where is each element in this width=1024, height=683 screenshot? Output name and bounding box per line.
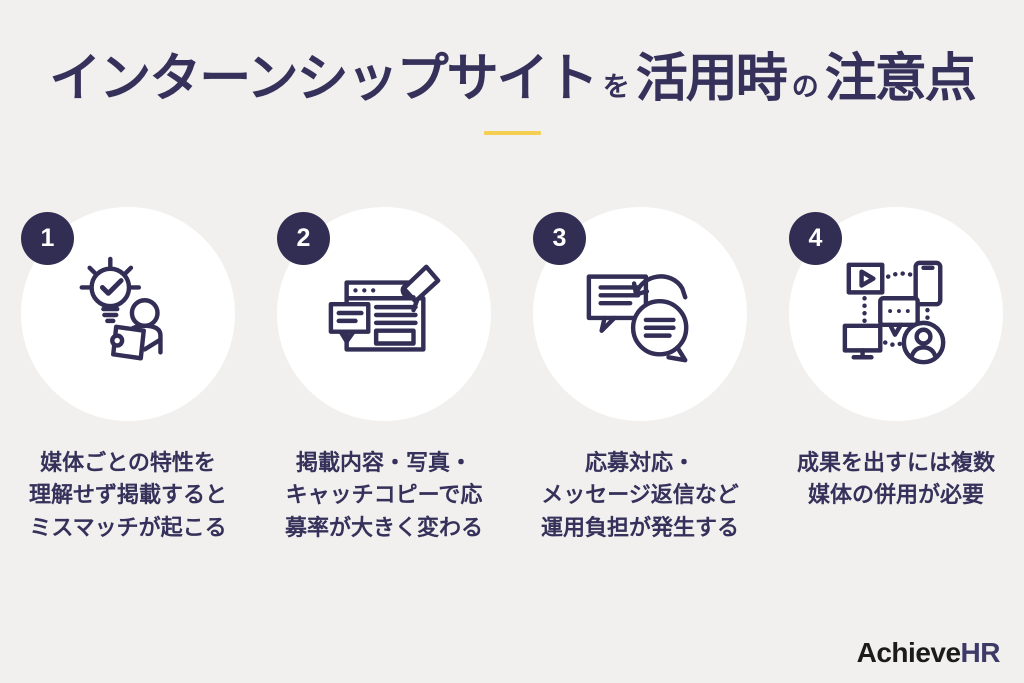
title-particle: を: [602, 72, 630, 102]
step-column-2: 2 掲載内容・写真・ キャッチコピーで応 募率が大きく変わる: [256, 207, 512, 544]
caption-line: キャッチコピーで応: [285, 482, 483, 508]
caption-line: 運用負担が発生する: [540, 514, 739, 540]
step-caption: 媒体ごとの特性を 理解せず掲載すると ミスマッチが起こる: [29, 447, 227, 544]
step-number-badge: 1: [21, 212, 74, 265]
step-circle: [21, 207, 235, 421]
caption-line: 媒体の併用が必要: [807, 482, 984, 508]
step-number: 3: [552, 224, 567, 252]
logo-text-achieve: Achieve: [856, 637, 961, 668]
caption-line: 募率が大きく変わる: [284, 514, 483, 540]
step-caption: 応募対応・ メッセージ返信など 運用負担が発生する: [541, 447, 739, 544]
step-number-badge: 3: [533, 212, 586, 265]
title-segment: 注意点: [824, 50, 977, 108]
step-number-badge: 2: [277, 212, 330, 265]
step-circle: [277, 207, 491, 421]
title-particle: の: [791, 72, 819, 102]
title-segment: 活用時: [635, 50, 788, 108]
idea-person-icon: [69, 255, 187, 373]
multichannel-icon: [837, 255, 955, 373]
chat-exchange-icon: [581, 255, 699, 373]
step-number-badge: 4: [789, 212, 842, 265]
page-title: インターンシップサイトを活用時の注意点: [0, 0, 1024, 111]
achievehr-logo: AchieveHR: [856, 637, 1001, 669]
steps-row: 1 媒体ごとの特性を 理解せず掲載すると ミスマッチが起こる: [0, 207, 1024, 544]
step-number: 4: [808, 224, 823, 252]
caption-line: 理解せず掲載すると: [28, 482, 227, 508]
step-caption: 成果を出すには複数 媒体の併用が必要: [797, 447, 995, 512]
logo-text-hr: HR: [960, 637, 1001, 668]
caption-line: 媒体ごとの特性を: [40, 450, 216, 475]
step-column-3: 3 応募対応・ メッセージ返信など 運用負担が発生する: [512, 207, 768, 544]
caption-line: 掲載内容・写真・: [295, 450, 472, 475]
caption-line: メッセージ返信など: [541, 482, 739, 508]
title-accent-underline: [483, 131, 541, 135]
step-number: 1: [40, 224, 55, 252]
step-column-1: 1 媒体ごとの特性を 理解せず掲載すると ミスマッチが起こる: [0, 207, 256, 544]
caption-line: ミスマッチが起こる: [29, 514, 227, 540]
webpage-megaphone-icon: [325, 255, 443, 373]
title-segment: インターンシップサイト: [49, 50, 598, 108]
step-number: 2: [296, 224, 311, 252]
step-caption: 掲載内容・写真・ キャッチコピーで応 募率が大きく変わる: [285, 447, 483, 544]
step-column-4: 4 成果を出すには複数 媒体の併用が必要: [768, 207, 1024, 544]
caption-line: 応募対応・: [584, 450, 695, 475]
caption-line: 成果を出すには複数: [796, 450, 995, 475]
